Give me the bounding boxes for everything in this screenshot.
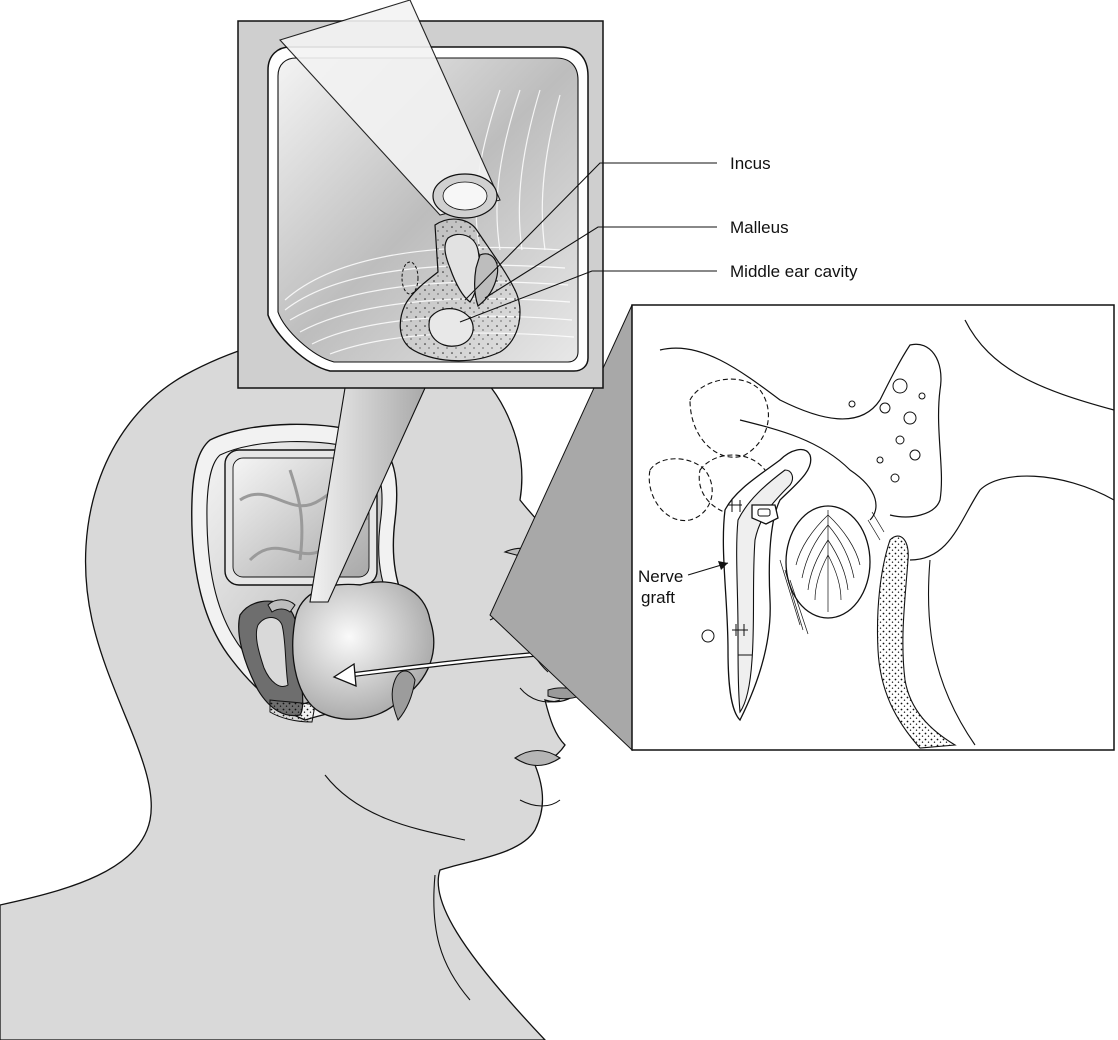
- stapes: [429, 309, 473, 347]
- nerve-graft-label-line2: graft: [641, 588, 675, 607]
- middle-ear-cavity-label: Middle ear cavity: [730, 262, 858, 281]
- nerve-graft-label-line1: Nerve: [638, 567, 683, 586]
- incus-label: Incus: [730, 154, 771, 173]
- cross-section-panel: [632, 305, 1114, 750]
- malleus-label: Malleus: [730, 218, 789, 237]
- speculum-opening-inner: [443, 182, 487, 210]
